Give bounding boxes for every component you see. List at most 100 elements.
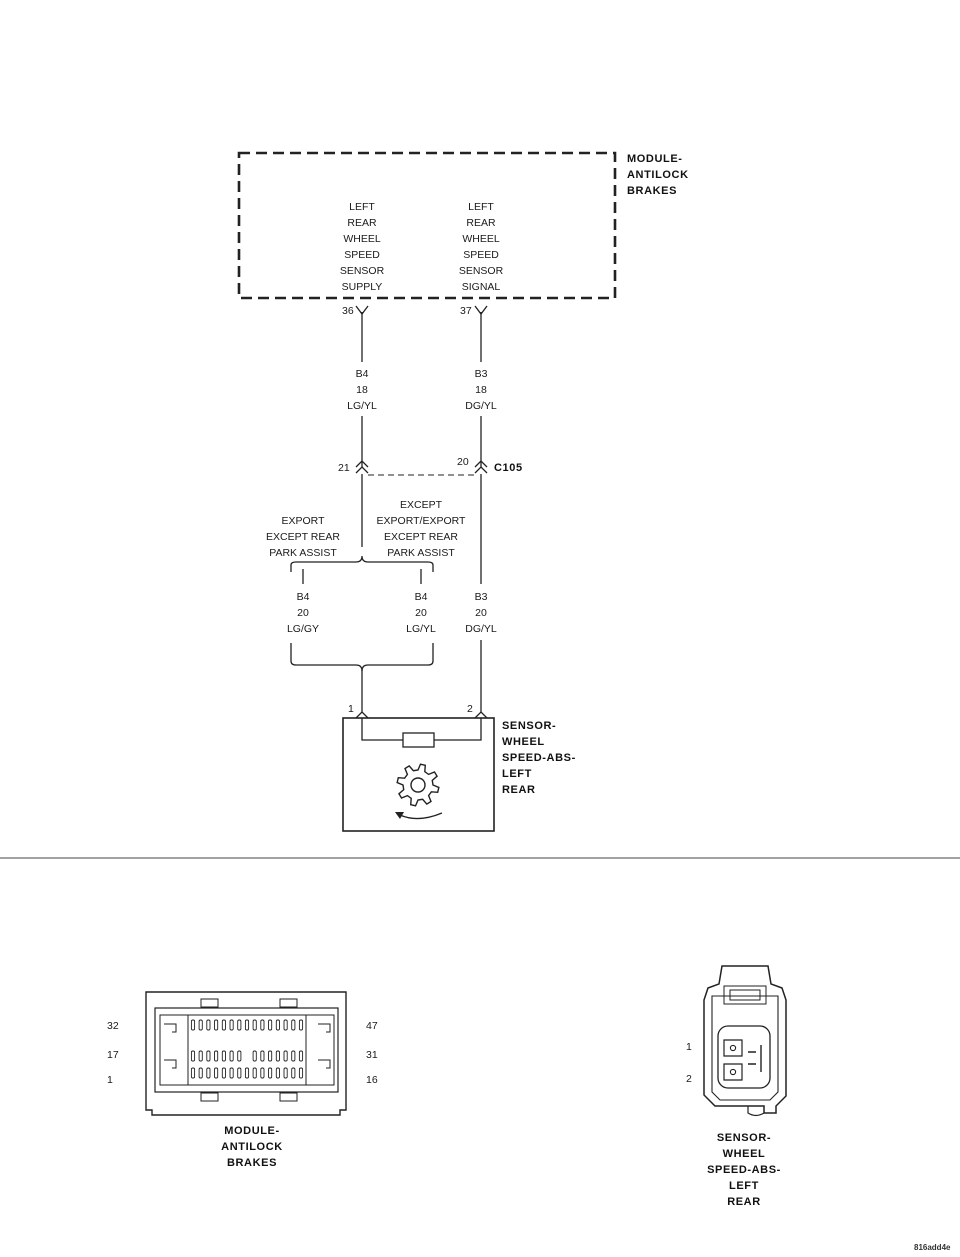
supply-line-3: WHEEL: [343, 233, 381, 245]
pin-cavity: [260, 1067, 265, 1079]
connector-latch: [200, 998, 219, 1008]
pin-row-bottom: [190, 1067, 304, 1079]
cavity-label-17: 17: [107, 1049, 119, 1061]
pin-cavity: [206, 1067, 211, 1079]
c105-pin-20: 20: [457, 456, 469, 468]
pin-cavity: [291, 1019, 296, 1031]
sensor-connector-title: SENSOR- WHEEL SPEED-ABS- LEFT REAR: [707, 1132, 780, 1208]
pin-cavity: [268, 1019, 273, 1031]
sensor-connector-outline: [703, 965, 787, 1114]
pin-cavity: [229, 1067, 234, 1079]
sensor-title-line-5: REAR: [502, 784, 536, 796]
signal-line-6: SIGNAL: [462, 281, 501, 293]
pin-cavity: [244, 1067, 250, 1079]
connector-tab: [747, 1106, 765, 1117]
terminal-1: [729, 1044, 737, 1052]
wire-gauge: 18: [475, 384, 487, 396]
option-left-line-3: PARK ASSIST: [269, 547, 337, 559]
wire-color: DG/YL: [465, 623, 497, 635]
sensor-connector-title-line-5: REAR: [727, 1196, 761, 1208]
supply-line-1: LEFT: [349, 201, 375, 213]
pin-cavity: [198, 1050, 203, 1062]
pin-label-supply: LEFT REAR WHEEL SPEED SENSOR SUPPLY: [340, 201, 385, 293]
terminal-symbol: [355, 711, 369, 719]
module-antilock-brakes-box: [237, 151, 617, 300]
pin-cavity: [252, 1067, 257, 1079]
option-right-line-3: EXCEPT REAR: [384, 531, 458, 543]
pin-cavity: [198, 1067, 203, 1079]
pin-cavity: [260, 1050, 265, 1062]
pin-cavity: [214, 1019, 219, 1031]
signal-line-1: LEFT: [468, 201, 494, 213]
wire-label-b4-20-lg-yl: B4 20 LG/YL: [406, 591, 436, 635]
wire-color: LG/YL: [347, 400, 377, 412]
pin-cavity: [291, 1067, 296, 1079]
option-brace-lower: [290, 643, 434, 672]
pin-cavity: [221, 1019, 226, 1031]
wire-circuit: B3: [475, 591, 488, 603]
pin-cavity: [298, 1067, 304, 1079]
supply-line-4: SPEED: [344, 249, 380, 261]
supply-line-6: SUPPLY: [342, 281, 383, 293]
pin-cavity: [214, 1067, 219, 1079]
module-pin-36: 36: [342, 305, 354, 317]
terminal-2: [729, 1068, 737, 1076]
pin-cavity: [190, 1067, 196, 1079]
pin-cavity: [268, 1050, 273, 1062]
wire-gauge: 20: [415, 607, 427, 619]
sensor-coil: [402, 732, 435, 748]
wire-circuit: B4: [356, 368, 369, 380]
pin-cavity: [283, 1019, 288, 1031]
sensor-internal-wiring: [361, 718, 482, 741]
pin-cavity: [237, 1067, 242, 1079]
gear-icon: [396, 763, 440, 807]
cavity-label-16: 16: [366, 1074, 378, 1086]
connector-pin-field: [187, 1014, 307, 1086]
connector-latch: [279, 1092, 298, 1102]
connector-key-left: [159, 1014, 189, 1086]
connector-c105: 21 20 C105: [338, 456, 523, 476]
module-title-line-1: MODULE-: [627, 153, 683, 165]
pin-cavity: [206, 1019, 211, 1031]
signal-line-2: REAR: [466, 217, 496, 229]
connector-latch: [200, 1092, 219, 1102]
sensor-title-line-3: SPEED-ABS-: [502, 752, 576, 764]
option-left-line-1: EXPORT: [282, 515, 326, 527]
sensor-title-line-2: WHEEL: [502, 736, 545, 748]
pin-cavity: [229, 1019, 234, 1031]
pin-cavity: [275, 1050, 280, 1062]
pin-cavity: [237, 1050, 242, 1062]
cavity-label-31: 31: [366, 1049, 378, 1061]
sensor-connector-title-line-1: SENSOR-: [717, 1132, 771, 1144]
key-detail: [164, 1023, 177, 1069]
terminal-symbol: [474, 711, 488, 719]
pin-cavity: [291, 1050, 296, 1062]
wire-circuit: B4: [297, 591, 310, 603]
pin-cavity: [221, 1050, 226, 1062]
connector-face: [154, 1007, 339, 1093]
wire-color: DG/YL: [465, 400, 497, 412]
pin-row-top: [190, 1019, 304, 1031]
pin-cavity: [198, 1019, 203, 1031]
rotation-arrow: [399, 812, 443, 820]
pin-cavity: [244, 1019, 250, 1031]
sensor-connector-inner: [711, 995, 779, 1101]
option-right-line-4: PARK ASSIST: [387, 547, 455, 559]
wire-label-b3-18: B3 18 DG/YL: [465, 368, 497, 412]
pin-cavity: [298, 1019, 304, 1031]
wire-circuit: B4: [415, 591, 428, 603]
supply-line-5: SENSOR: [340, 265, 385, 277]
signal-line-5: SENSOR: [459, 265, 504, 277]
pin-cavity: [252, 1019, 257, 1031]
sensor-connector-title-line-2: WHEEL: [723, 1148, 766, 1160]
sensor-box: [342, 717, 495, 832]
sensor-title: SENSOR- WHEEL SPEED-ABS- LEFT REAR: [502, 720, 576, 796]
pin-row-middle: [190, 1050, 304, 1062]
cavity-label-1: 1: [107, 1074, 113, 1086]
c105-label: C105: [494, 462, 523, 474]
inline-connector-symbol: [355, 460, 369, 474]
wire-gauge: 18: [356, 384, 368, 396]
sensor-connector-face: [717, 1025, 771, 1089]
option-right-line-2: EXPORT/EXPORT: [377, 515, 466, 527]
module-connector-view: 32 17 1 47 31 16 MODULE- ANTILOCK BRAKES: [107, 991, 378, 1169]
